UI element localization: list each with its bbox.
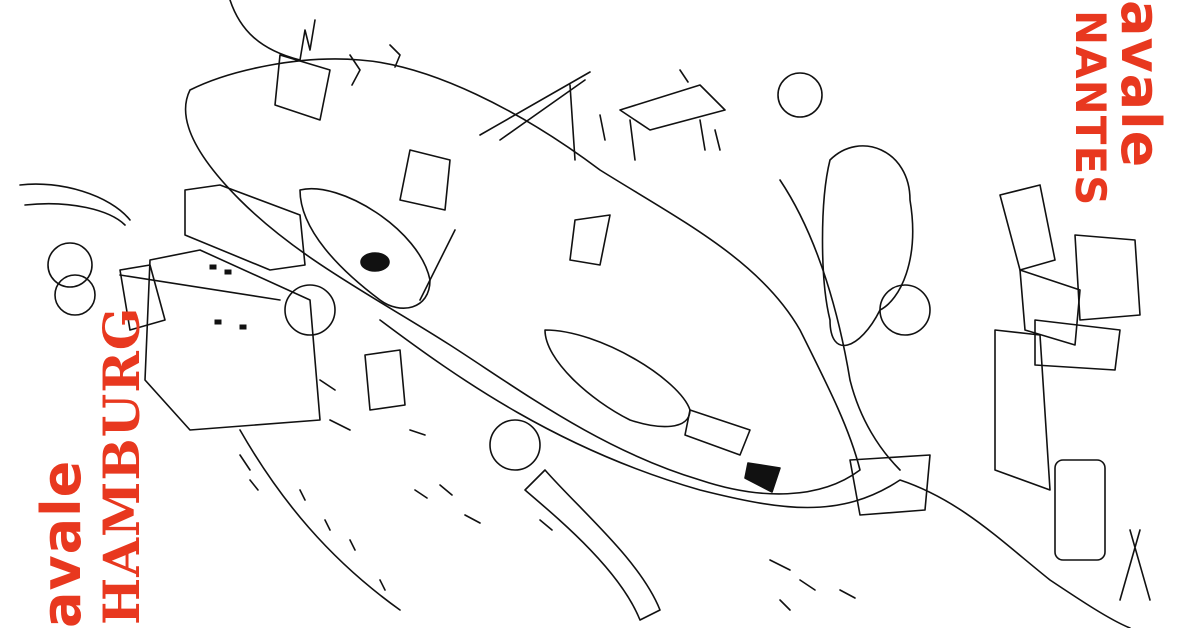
river-bank-lower	[379, 319, 1131, 628]
right-buildings	[849, 184, 1151, 601]
left-label-city: HAMBURG	[92, 306, 151, 626]
structures	[274, 54, 726, 621]
trees	[19, 72, 931, 347]
left-label-prefix: avale	[30, 459, 93, 628]
right-label-prefix: avale	[1109, 0, 1172, 169]
factory-buildings	[119, 184, 321, 431]
hill-top	[229, 0, 316, 61]
ship	[299, 187, 781, 493]
quay-curve	[239, 429, 401, 611]
island-outline	[184, 58, 861, 495]
people	[239, 44, 856, 611]
river-bank-right	[779, 179, 901, 471]
right-label-city: NANTES	[1066, 10, 1115, 207]
